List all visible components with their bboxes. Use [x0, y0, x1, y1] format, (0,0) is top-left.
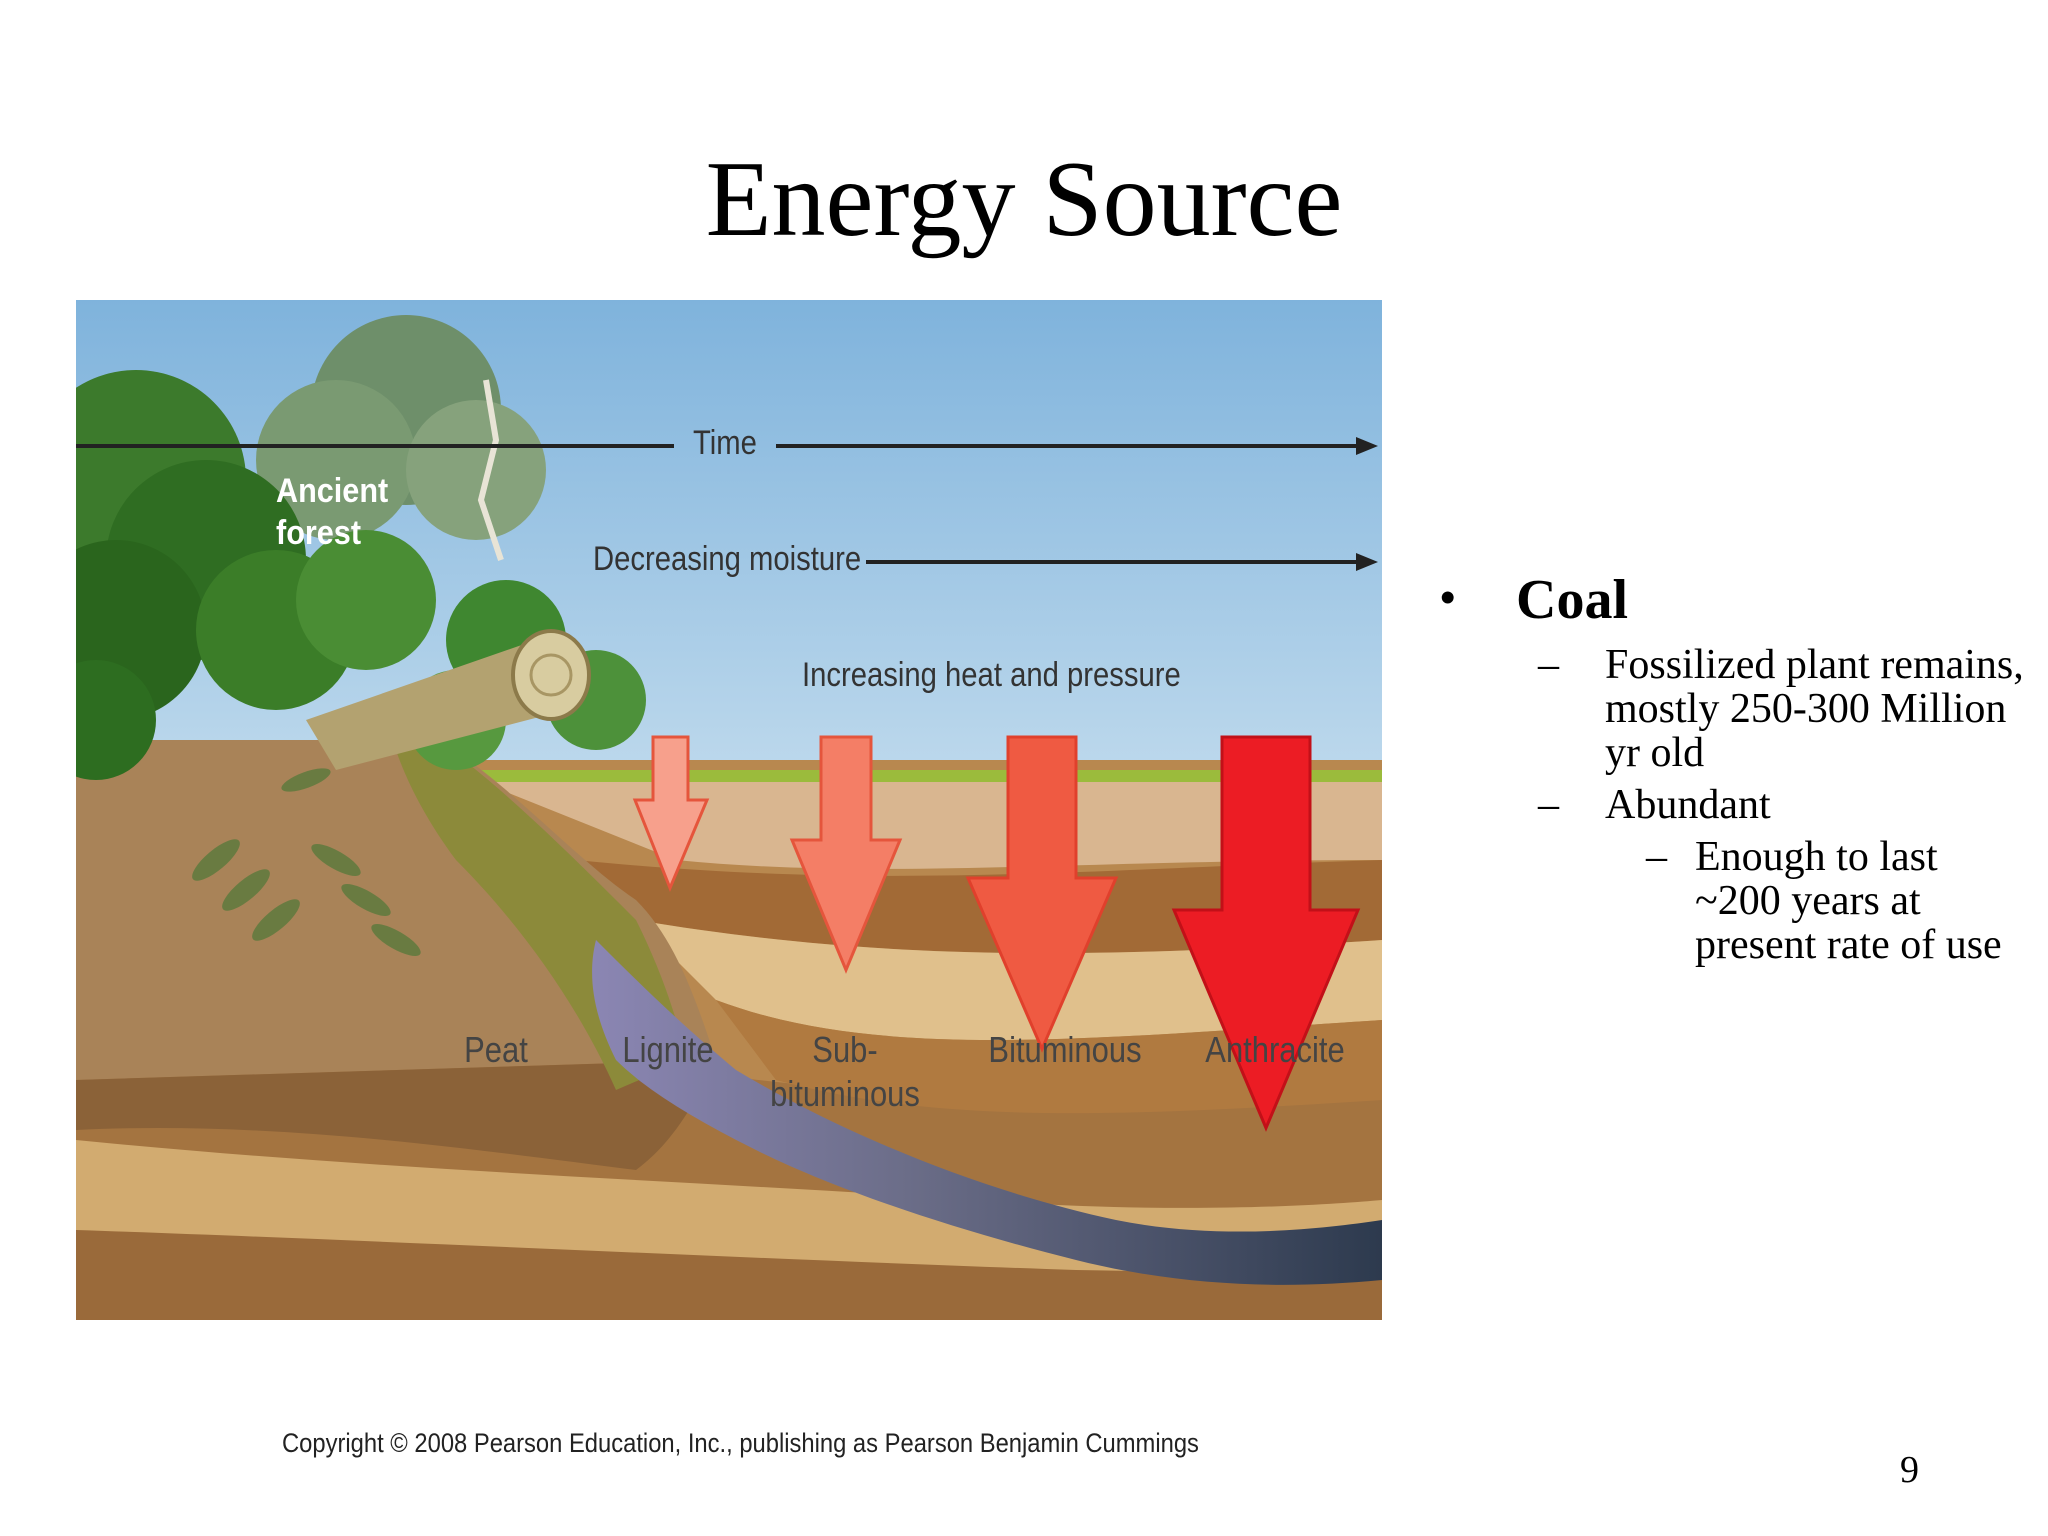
coal-type-lignite: Lignite: [622, 1029, 714, 1070]
ancient-forest: [76, 315, 646, 780]
moisture-arrowhead: [1356, 553, 1378, 571]
hillside: [76, 740, 716, 1080]
heat-arrow-subbituminous: [789, 735, 903, 974]
sub-bullet-abundant: – Abundant: [1538, 782, 1771, 828]
decreasing-moisture-label: Decreasing moisture: [593, 540, 862, 578]
time-label: Time: [693, 424, 757, 462]
heat-arrow-bituminous: [965, 735, 1119, 1053]
copyright-notice: Copyright © 2008 Pearson Education, Inc.…: [282, 1428, 1199, 1458]
coal-type-subbituminous: Sub- bituminous: [770, 1029, 920, 1114]
fallen-log: [306, 629, 591, 770]
coal-formation-scene: [76, 300, 1382, 1320]
bullet-coal: • Coal: [1430, 565, 2030, 635]
bullet-list: • Coal – Fossilized plant remains, mostl…: [1430, 565, 2030, 967]
stratum-4: [716, 1000, 1382, 1114]
sub-bullet-fossilized: – Fossilized plant remains, mostly 250-3…: [1538, 642, 2024, 776]
coal-type-bituminous: Bituminous: [988, 1029, 1142, 1070]
sub-sub-bullet-enough: – Enough to last ~200 years at present r…: [1646, 834, 2002, 968]
page-number: 9: [1900, 1449, 1919, 1491]
coal-formation-illustration: Time Ancient forest Decreasing moisture …: [76, 300, 1382, 1320]
increasing-heat-label: Increasing heat and pressure: [802, 656, 1181, 694]
bullet-dot: •: [1440, 573, 1456, 622]
time-arrowhead: [1356, 437, 1378, 455]
coal-seam: [592, 940, 1382, 1285]
bottom-stratum: [76, 1230, 1382, 1320]
coal-type-peat: Peat: [464, 1029, 528, 1070]
slide-title: Energy Source: [705, 140, 1343, 259]
ancient-forest-label-line1: Ancient: [276, 472, 389, 510]
ancient-forest-label-line2: forest: [276, 514, 362, 552]
hill-base: [76, 1060, 716, 1170]
stratum-3: [636, 920, 1382, 1040]
heat-arrow-lignite: [632, 735, 710, 892]
coal-type-anthracite: Anthracite: [1205, 1029, 1345, 1070]
fern-fossils: [192, 768, 421, 957]
heat-arrow-anthracite: [1171, 735, 1361, 1132]
